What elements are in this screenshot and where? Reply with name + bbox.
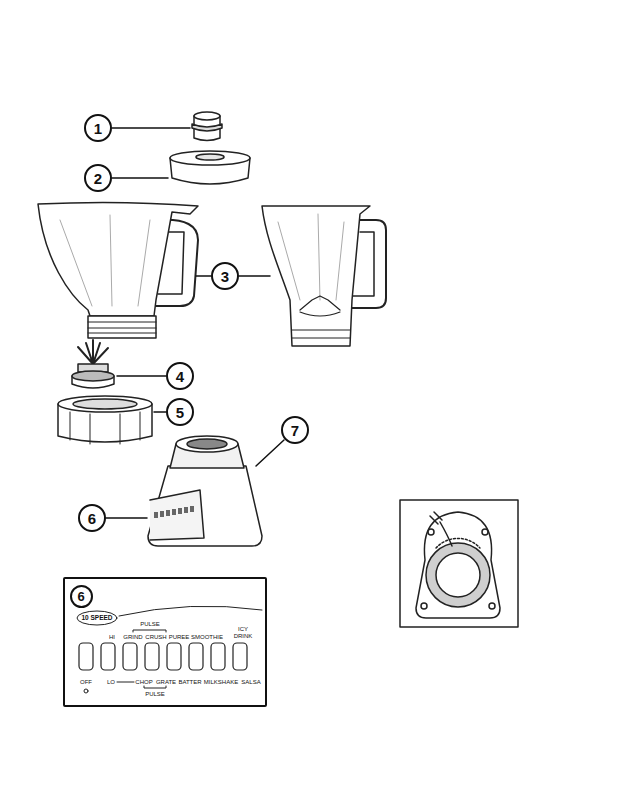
control-panel-inset: 10 SPEED PULSE HI GRINDCRUSHPUREESMOOTHIE IC… <box>63 577 267 707</box>
callout-circle: 6 <box>78 504 106 532</box>
control-panel-art <box>77 606 262 693</box>
callout-circle: 5 <box>166 398 194 426</box>
callout-number: 7 <box>291 423 299 438</box>
leader-line <box>106 128 284 518</box>
callout-number: 2 <box>94 171 102 186</box>
callout-circle: 6 <box>70 585 93 608</box>
callout-circle: 3 <box>211 262 239 290</box>
panel-label: OFF <box>80 679 92 686</box>
panel-label: CRUSH <box>145 634 166 641</box>
panel-label: HI <box>109 634 115 641</box>
blade-assembly <box>72 340 114 388</box>
callout-circle: 7 <box>281 416 309 444</box>
callout-number: 6 <box>77 590 84 603</box>
callout-number: 1 <box>94 121 102 136</box>
panel-label: GRATE <box>156 679 176 686</box>
base-bottom-view <box>400 500 518 627</box>
callout-circle: 1 <box>84 114 112 142</box>
callout-circle: 4 <box>166 362 194 390</box>
motor-base <box>148 436 262 546</box>
panel-label: ICY DRINK <box>233 626 253 639</box>
panel-label: BATTER <box>178 679 201 686</box>
panel-label: GRIND <box>123 634 142 641</box>
panel-label: 10 SPEED <box>81 614 112 621</box>
jar-collar <box>58 396 152 444</box>
panel-label: PUREE <box>169 634 190 641</box>
callout-number: 4 <box>176 369 184 384</box>
callout-number: 3 <box>221 269 229 284</box>
lid <box>170 151 250 184</box>
callout-circle: 2 <box>84 164 112 192</box>
panel-label: CHOP <box>135 679 152 686</box>
blender-jar <box>38 202 198 338</box>
panel-label: MILKSHAKE <box>204 679 238 686</box>
panel-label: LO <box>107 679 115 686</box>
panel-label: PULSE <box>145 691 165 698</box>
panel-label: SMOOTHIE <box>191 634 223 641</box>
blender-jar <box>262 206 386 346</box>
callout-number: 6 <box>88 511 96 526</box>
lid-cap <box>192 112 222 141</box>
panel-label: SALSA <box>241 679 260 686</box>
panel-label: PULSE <box>140 621 160 628</box>
callout-number: 5 <box>176 405 184 420</box>
